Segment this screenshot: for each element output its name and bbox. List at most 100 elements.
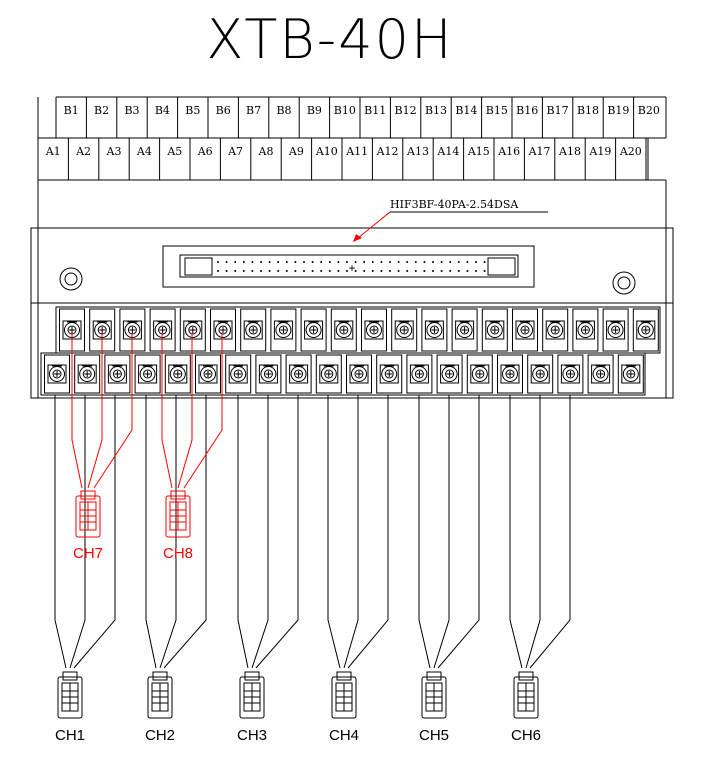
channel-connector-icon <box>331 671 357 719</box>
header-pin <box>354 270 357 272</box>
pin-label-a: A10 <box>315 145 338 158</box>
pin-label-b: B4 <box>155 104 170 117</box>
header-pin <box>337 261 340 263</box>
channel-label: CH1 <box>55 727 85 744</box>
mounting-hole-left-icon <box>59 267 83 291</box>
pin-label-a: A1 <box>45 145 61 158</box>
pin-label-a: A9 <box>288 145 304 158</box>
pin-label-b: B10 <box>334 104 356 117</box>
screw-terminal <box>421 308 448 352</box>
header-pin <box>294 270 297 272</box>
pin-label-a: A15 <box>467 145 490 158</box>
header-pin <box>414 261 417 263</box>
header-pin <box>242 270 245 272</box>
header-pin <box>320 261 323 263</box>
header-pin <box>251 261 254 263</box>
screw-terminal <box>104 354 131 394</box>
channel-label: CH3 <box>237 727 267 744</box>
header-pin <box>483 270 486 272</box>
screw-terminal <box>285 354 312 394</box>
pin-label-a: A19 <box>588 145 611 158</box>
header-pin <box>311 261 314 263</box>
screw-terminal <box>481 308 508 352</box>
pin-label-b: B15 <box>486 104 508 117</box>
terminal-row-lower <box>40 352 646 396</box>
screw-terminal <box>149 308 176 352</box>
header-pin <box>311 270 314 272</box>
header-pin <box>277 270 280 272</box>
header-pin <box>328 270 331 272</box>
header-connector: + <box>162 245 535 288</box>
header-pin <box>457 261 460 263</box>
screw-terminal <box>406 354 433 394</box>
pin-label-a: A6 <box>197 145 213 158</box>
header-pin <box>242 261 245 263</box>
screw-terminal <box>557 354 584 394</box>
header-pin <box>260 270 262 272</box>
screw-terminal <box>44 354 70 394</box>
pin-label-a: A7 <box>227 145 243 158</box>
pin-label-a: A3 <box>106 145 122 158</box>
header-pin <box>363 270 366 272</box>
screw-terminal <box>240 308 267 352</box>
pin-label-b: B12 <box>395 104 417 117</box>
header-pin <box>337 270 340 272</box>
header-pin <box>414 270 417 272</box>
pin-label-b: B3 <box>124 104 139 117</box>
screw-terminal <box>300 308 327 352</box>
channel-connector-icon <box>239 671 265 719</box>
header-pin <box>449 270 452 272</box>
header-pin <box>217 261 219 263</box>
header-pin <box>328 261 331 263</box>
header-pin <box>225 270 228 272</box>
channel-connector-icon <box>165 490 191 538</box>
pin-label-b: B6 <box>216 104 231 117</box>
channel-label: CH4 <box>329 727 359 744</box>
header-pin <box>466 261 469 263</box>
screw-terminal <box>587 354 614 394</box>
header-pin <box>483 261 486 263</box>
header-pin <box>475 261 477 263</box>
header-pin <box>251 270 254 272</box>
pin-label-b: B8 <box>276 104 291 117</box>
svg-text:+: + <box>348 261 355 275</box>
pin-label-a: A13 <box>406 145 429 158</box>
channel-connector-icon <box>513 671 539 719</box>
pin-label-b: B7 <box>246 104 261 117</box>
header-pin <box>225 261 228 263</box>
screw-terminal <box>330 308 357 352</box>
channel-label: CH7 <box>73 545 103 562</box>
mounting-hole-right-icon <box>612 271 636 295</box>
header-pin <box>440 261 443 263</box>
connector-part-number: HIF3BF-40PA-2.54DSA <box>390 198 519 211</box>
header-pin <box>423 261 426 263</box>
pin-label-b: B13 <box>425 104 447 117</box>
screw-terminal <box>195 354 221 394</box>
channel-connector-icon <box>57 671 83 719</box>
terminal-row-upper <box>55 306 661 354</box>
pin-label-b: B14 <box>455 104 477 117</box>
wires-black <box>54 395 571 669</box>
pin-label-a: A2 <box>75 145 91 158</box>
header-pin <box>346 270 348 272</box>
header-pin <box>449 261 452 263</box>
screw-terminal <box>617 354 644 394</box>
header-pin <box>406 270 409 272</box>
pin-label-a: A4 <box>136 145 152 158</box>
header-pin <box>363 261 366 263</box>
pin-label-a: A18 <box>558 145 581 158</box>
pin-label-b: B1 <box>64 104 79 117</box>
header-pin <box>397 261 400 263</box>
screw-terminal <box>512 308 538 352</box>
pin-label-a: A11 <box>345 145 368 158</box>
header-pin <box>389 261 391 263</box>
screw-terminal <box>466 354 493 394</box>
header-pin <box>260 261 262 263</box>
header-pin <box>432 270 434 272</box>
header-pin <box>397 270 400 272</box>
channel-connector-icon <box>147 671 173 719</box>
